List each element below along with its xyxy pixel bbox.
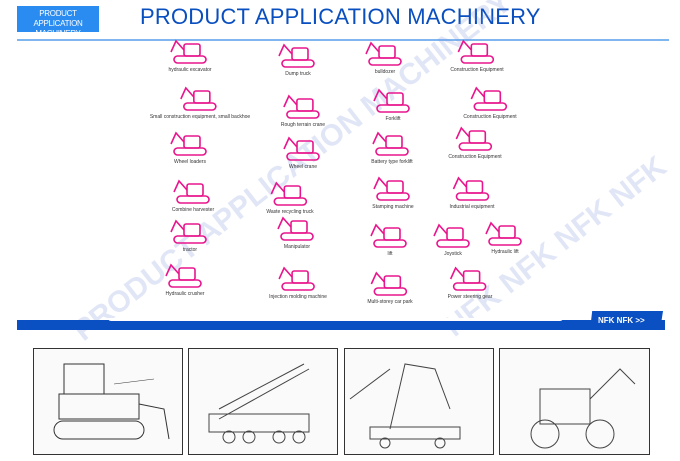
machine-item: Forklift [371, 87, 415, 122]
machine-icon [277, 216, 314, 241]
machine-icon [370, 271, 407, 296]
machine-item: Combine harvester [171, 178, 215, 213]
machine-label: tractor [182, 247, 198, 253]
machine-label: Dump truck [285, 71, 311, 77]
machine-icon [370, 223, 407, 248]
machine-icon [457, 39, 494, 64]
machine-icon [485, 221, 522, 246]
machine-item: tractor [168, 218, 212, 253]
machine-item: Small construction equipment, small back… [150, 85, 250, 120]
machine-label: hydraulic excavator [168, 67, 212, 73]
machine-item: Wheel loaders [168, 130, 212, 165]
machine-item: Hydraulic crusher [163, 262, 207, 297]
machine-item: Construction Equipment [463, 85, 517, 120]
machine-label: Industrial equipment [449, 204, 495, 210]
machine-item: Battery type forklift [370, 130, 414, 165]
section-band [17, 320, 665, 330]
machine-icon [170, 39, 207, 64]
machine-item: bulldozer [363, 40, 407, 75]
machine-item: Construction Equipment [450, 38, 504, 73]
machine-item: Rough terrain crane [281, 93, 325, 128]
crane-truck-diagram-icon [208, 363, 310, 444]
machine-icon [365, 41, 402, 66]
machine-icon [283, 94, 320, 119]
machine-item: Injection molding machine [269, 265, 327, 300]
machine-label: Construction Equipment [463, 114, 517, 120]
machine-item: Joystick [431, 222, 475, 257]
machine-icon [450, 266, 487, 291]
machine-icon [372, 131, 409, 156]
machine-label: Joystick [444, 251, 462, 257]
band-notch [108, 318, 563, 321]
machine-icon [170, 219, 207, 244]
photo-concrete-pump-diagram [344, 348, 494, 455]
machine-icon [373, 176, 410, 201]
machine-icon [270, 181, 307, 206]
machine-item: Waste recycling truck [266, 180, 314, 215]
photo-bulldozer-diagram [33, 348, 183, 455]
machine-label: lift [387, 251, 393, 257]
machine-icon [283, 136, 320, 161]
machine-icon [470, 86, 507, 111]
bulldozer-diagram-icon [53, 363, 170, 440]
wheel-loader-diagram-icon [530, 368, 636, 449]
machine-icon [278, 266, 315, 291]
machine-label: Wheel crane [288, 164, 318, 170]
machine-label: Stamping machine [372, 204, 414, 210]
machine-label: Small construction equipment, small back… [149, 114, 251, 120]
machine-label: Construction Equipment [448, 154, 502, 160]
machine-icon [452, 176, 489, 201]
machine-icon [180, 86, 217, 111]
machine-item: Dump truck [276, 42, 320, 77]
section-badge: PRODUCT APPLICATION MACHINERY [17, 6, 99, 38]
machine-label: Combine harvester [171, 207, 215, 213]
machine-icon [165, 263, 202, 288]
machine-item: Hydraulic lift [483, 220, 527, 255]
photo-wheel-loader-diagram [499, 348, 650, 455]
machine-label: Injection molding machine [269, 294, 327, 300]
machine-label: Construction Equipment [450, 67, 504, 73]
machine-icon [170, 131, 207, 156]
machine-icon [433, 223, 470, 248]
machine-icon [455, 126, 492, 151]
machine-label: Multi-storey car park [367, 299, 413, 305]
concrete-pump-diagram-icon [349, 363, 461, 449]
machine-item: Manipulator [275, 215, 319, 250]
machine-label: Wheel loaders [174, 159, 206, 165]
machine-item: Wheel crane [281, 135, 325, 170]
machine-item: Industrial equipment [449, 175, 495, 210]
page-title: PRODUCT APPLICATION MACHINERY [140, 4, 541, 29]
machine-item: hydraulic excavator [168, 38, 212, 73]
divider [17, 39, 669, 41]
machine-label: Battery type forklift [371, 159, 413, 165]
machine-icon [173, 179, 210, 204]
machine-icon [373, 88, 410, 113]
machine-label: Power steering gear [447, 294, 493, 300]
machine-item: lift [368, 222, 412, 257]
machine-label: Rough terrain crane [280, 122, 326, 128]
machine-item: Construction Equipment [448, 125, 502, 160]
machine-label: bulldozer [374, 69, 396, 75]
machine-icon [278, 43, 315, 68]
machine-label: Waste recycling truck [266, 209, 314, 215]
machine-item: Power steering gear [447, 265, 493, 300]
machine-label: Forklift [385, 116, 401, 122]
more-tab[interactable]: NFK NFK >> [590, 311, 663, 330]
machine-item: Stamping machine [371, 175, 415, 210]
machine-item: Multi-storey car park [367, 270, 413, 305]
machine-label: Hydraulic lift [491, 249, 519, 255]
machine-label: Manipulator [283, 244, 311, 250]
machine-label: Hydraulic crusher [165, 291, 205, 297]
photo-crane-truck-diagram [188, 348, 338, 455]
